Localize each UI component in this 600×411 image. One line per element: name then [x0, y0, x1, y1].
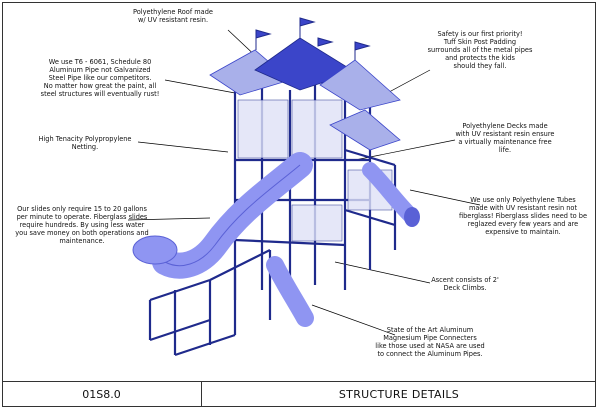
spiral-slide — [152, 152, 313, 279]
leader-decks — [354, 139, 456, 161]
callout-line: you save money on both operations and — [15, 229, 149, 237]
callout-line: Safety is our first priority! — [437, 30, 523, 38]
callout-line: surrounds all of the metal pipes — [427, 46, 533, 54]
callout-line: should they fall. — [453, 62, 507, 70]
leader-netting — [137, 141, 229, 153]
callout-line: to connect the Aluminum Pipes. — [377, 350, 483, 358]
flags — [255, 17, 371, 60]
callout-connectors: State of the Art Aluminum Magnesium Pipe… — [365, 326, 495, 358]
drawing-frame — [2, 2, 596, 407]
spiral-slide-edge — [164, 164, 301, 267]
callout-netting: High Tenacity Polypropylene Netting. — [30, 135, 140, 151]
callout-safety: Safety is our first priority! Tuff Skin … — [415, 30, 545, 70]
callout-roof: Polyethylene Roof made w/ UV resistant r… — [118, 8, 228, 24]
callout-line: Polyethylene Roof made — [133, 8, 213, 16]
callout-line: like those used at NASA are used — [375, 342, 485, 350]
leader-connectors — [311, 304, 396, 336]
callout-line: reglazed every few years and are — [467, 220, 579, 228]
slide-exit — [132, 235, 178, 265]
callout-line: a virtually maintenance free — [458, 138, 552, 146]
callout-slides: Our slides only require 15 to 20 gallons… — [8, 205, 156, 245]
callout-line: No matter how great the paint, all — [43, 82, 157, 90]
callout-line: made with UV resistant resin not — [468, 204, 578, 212]
callout-line: Netting. — [71, 143, 99, 151]
title-block: 01S8.0 STRUCTURE DETAILS — [2, 381, 596, 407]
straight-slide — [266, 256, 314, 327]
drawing-title: STRUCTURE DETAILS — [338, 388, 460, 401]
callout-line: High Tenacity Polypropylene — [38, 135, 132, 143]
callout-line: Deck Climbs. — [443, 284, 487, 292]
callout-line: We use T6 - 6061, Schedule 80 — [48, 58, 152, 66]
callout-line: Polyethylene Decks made — [462, 122, 548, 130]
roofs — [209, 37, 401, 151]
callout-line: require hundreds. By using less water — [19, 221, 145, 229]
roof-lower-right — [329, 109, 401, 151]
leader-ascent — [334, 261, 431, 284]
callout-line: expensive to maintain. — [485, 228, 561, 236]
callout-line: life. — [498, 146, 512, 154]
callout-line: maintenance. — [59, 237, 105, 245]
callout-line: State of the Art Aluminum — [386, 326, 474, 334]
callout-line: fiberglass! Fiberglass slides need to be — [458, 212, 588, 220]
leader-slides — [127, 217, 211, 221]
roof-right — [319, 59, 401, 111]
slides — [132, 152, 420, 327]
callout-line: Tuff Skin Post Padding — [443, 38, 517, 46]
callout-line: w/ UV resistant resin. — [137, 16, 209, 24]
callout-line: Magnesium Pipe Connecters — [383, 334, 477, 342]
callout-line: Ascent consists of 2' — [431, 276, 499, 284]
callout-line: and protects the kids — [445, 54, 515, 62]
callout-line: with UV resistant resin ensure — [455, 130, 555, 138]
callout-line: per minute to operate. Fiberglass slides — [16, 213, 148, 221]
callout-aluminum: We use T6 - 6061, Schedule 80 Aluminum P… — [25, 58, 175, 98]
callout-ascent: Ascent consists of 2' Deck Climbs. — [425, 276, 505, 292]
callout-line: steel structures will eventually rust! — [40, 90, 160, 98]
play-structure-illustration — [127, 17, 481, 357]
callout-decks: Polyethylene Decks made with UV resistan… — [445, 122, 565, 154]
callout-line: We use only Polyethylene Tubes — [470, 196, 576, 204]
drawing-code: 01S8.0 — [2, 382, 202, 407]
callout-line: Steel Pipe like our competitors. — [48, 74, 152, 82]
leader-aluminum — [164, 79, 236, 94]
tube-exit-right — [404, 207, 420, 227]
callout-tubes: We use only Polyethylene Tubes made with… — [448, 196, 598, 236]
leader-tubes — [409, 189, 481, 206]
callout-line: Our slides only require 15 to 20 gallons — [17, 205, 147, 213]
callout-line: Aluminum Pipe not Galvanized — [49, 66, 151, 74]
